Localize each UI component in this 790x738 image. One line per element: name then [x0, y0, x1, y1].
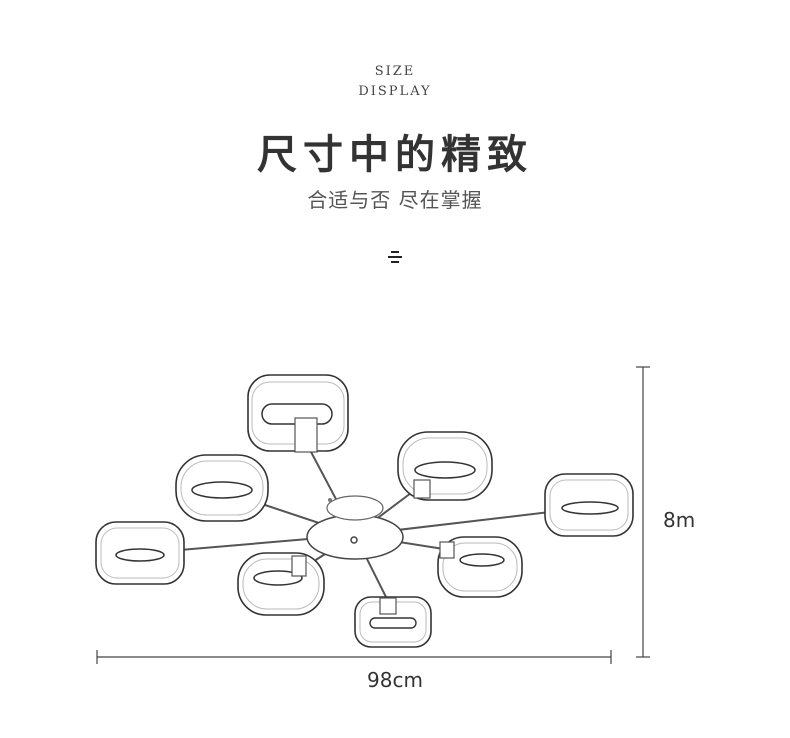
shade-top [247, 374, 349, 453]
shade-far-right [544, 473, 634, 537]
shade-far-left [95, 521, 185, 585]
section-label-display: DISPLAY [358, 84, 432, 99]
chandelier-shades [95, 374, 634, 648]
shade-left-upper [175, 454, 269, 522]
chandelier-hub [306, 495, 404, 560]
shade-bottom [354, 596, 432, 648]
page-subtitle: 合适与否 尽在掌握 [307, 188, 483, 212]
dimension-lines [96, 366, 650, 664]
divider-icon [387, 248, 403, 264]
height-label: 8m [663, 508, 696, 532]
page-title: 尺寸中的精致 [257, 131, 533, 178]
section-label-size: SIZE [374, 64, 416, 79]
shade-lower-right [437, 536, 523, 598]
shade-right-center [397, 431, 493, 501]
width-label: 98cm [367, 668, 423, 692]
shade-lower-left [237, 552, 325, 616]
